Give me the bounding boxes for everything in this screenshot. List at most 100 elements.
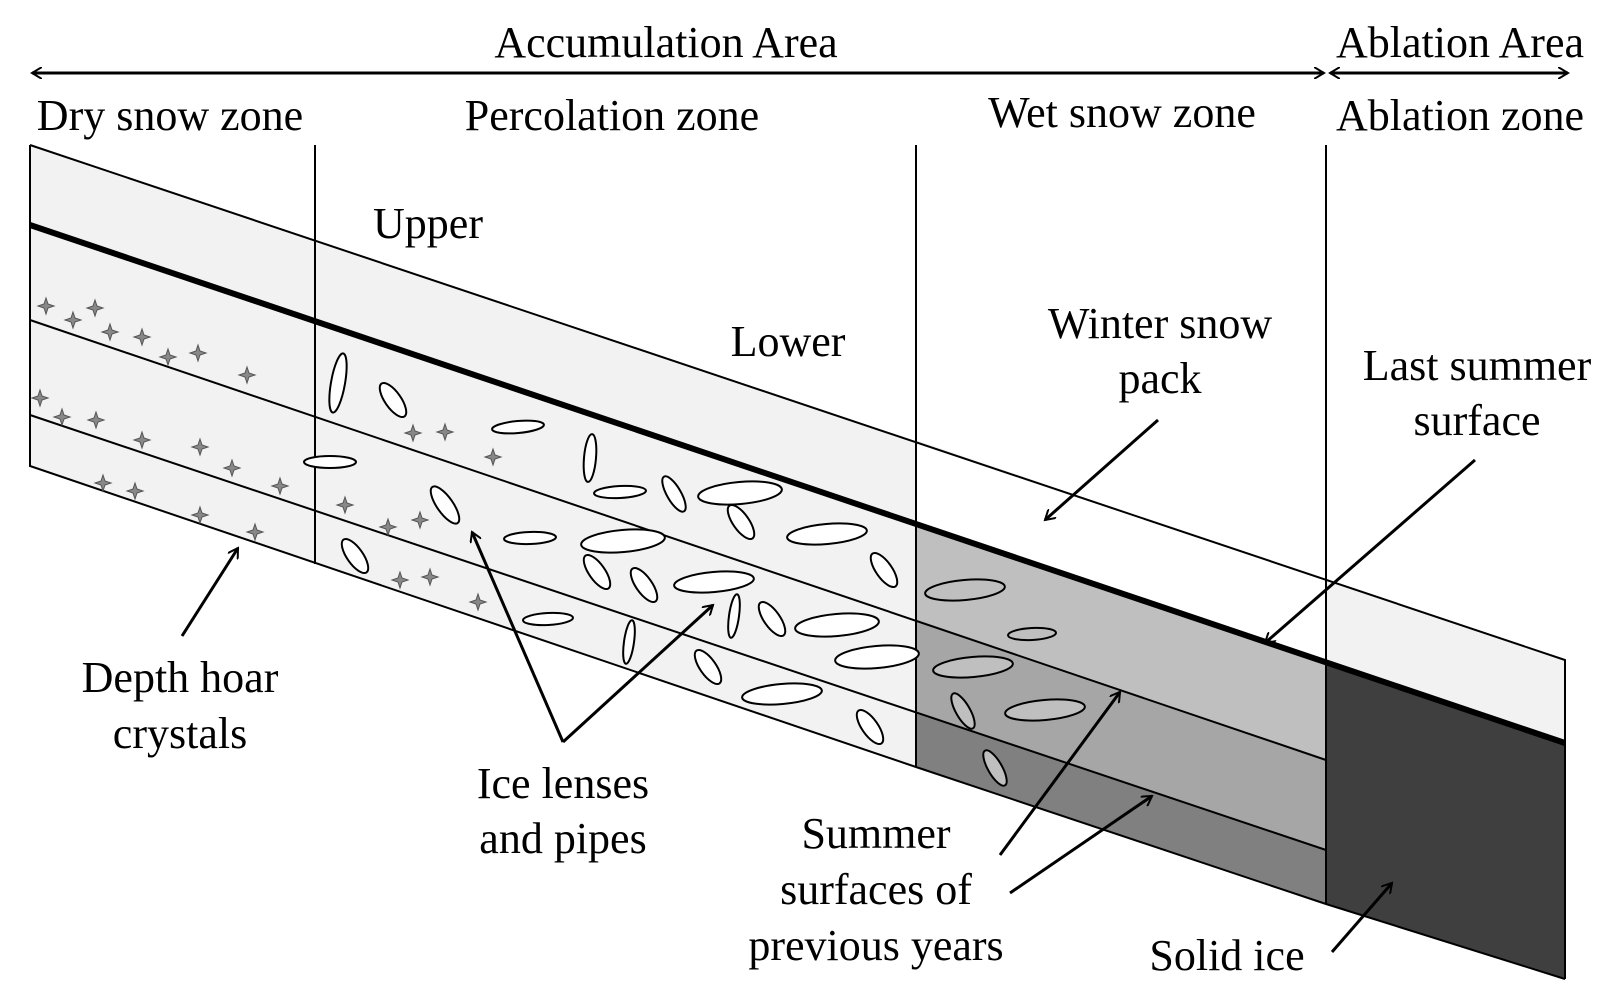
ice-lens — [741, 682, 823, 706]
solid-ice-arrow — [1330, 883, 1392, 953]
ice-lens — [727, 593, 741, 639]
depth-hoar-crystal — [125, 481, 145, 501]
depth-hoar-crystal — [483, 447, 503, 467]
summer-surfaces-label-line3: previous years — [748, 921, 1003, 970]
wet-zone-middle-layer — [916, 619, 1326, 850]
depth-hoar-crystal — [190, 505, 210, 525]
summer-surfaces-arrow-1 — [998, 692, 1122, 856]
last-summer-surface-label-line1: Last summer — [1363, 341, 1592, 390]
summer-surfaces-label-line2: surfaces of — [780, 865, 972, 914]
ice-lens — [661, 475, 687, 513]
ice-lens — [429, 485, 461, 525]
depth-hoar-crystal — [468, 592, 488, 612]
ice-lenses-label-line2: and pipes — [479, 814, 646, 863]
depth-hoar-crystal — [30, 388, 50, 408]
zone-label-wet: Wet snow zone — [988, 88, 1256, 137]
ice-lens — [593, 484, 647, 500]
zone-label-dry: Dry snow zone — [37, 91, 303, 140]
accumulation-area-label: Accumulation Area — [494, 18, 837, 67]
depth-hoar-crystal — [63, 310, 83, 330]
ice-lens — [580, 528, 666, 554]
ice-lens — [491, 419, 545, 435]
depth-hoar-crystals — [30, 296, 503, 612]
depth-hoar-crystal — [335, 495, 355, 515]
ice-lens — [834, 644, 920, 670]
depth-hoar-crystal — [85, 298, 105, 318]
depth-hoar-crystal — [378, 517, 398, 537]
zone-label-percolation: Percolation zone — [465, 91, 759, 140]
depth-hoar-crystal — [390, 570, 410, 590]
depth-hoar-crystal — [132, 430, 152, 450]
ice-lens — [693, 648, 723, 686]
depth-hoar-crystal — [222, 458, 242, 478]
ice-lens — [794, 612, 880, 638]
depth-hoar-crystal — [36, 296, 56, 316]
depth-hoar-crystal — [245, 522, 265, 542]
summer-surfaces-arrow-2 — [1009, 794, 1152, 895]
ice-lens — [340, 537, 370, 575]
depth-hoar-crystal — [100, 322, 120, 342]
winter-snow-pack-label-line1: Winter snow — [1048, 299, 1273, 348]
ice-lens — [869, 551, 899, 589]
ice-lens — [622, 619, 636, 665]
ice-lens — [757, 600, 787, 638]
ice-lens — [1007, 626, 1057, 642]
wet-zone-upper-layer — [916, 527, 1326, 760]
ice-lenses-group — [303, 352, 1086, 787]
depth-hoar-crystal — [158, 347, 178, 367]
ice-lens — [582, 433, 598, 483]
ice-lens — [328, 352, 348, 414]
ice-lens — [522, 611, 574, 627]
ice-lens — [786, 522, 868, 546]
last-summer-surface-line — [29, 222, 1566, 746]
wet-zone-lower-layer — [916, 712, 1326, 904]
ablation-snow-layer — [1326, 580, 1565, 743]
ice-lens — [582, 553, 612, 591]
last-summer-surface-label-line2: surface — [1413, 396, 1540, 445]
ice-lens — [378, 381, 408, 419]
depth-hoar-crystal — [420, 567, 440, 587]
winter-snow-pack-arrow — [1045, 418, 1159, 520]
ice-lens — [1004, 698, 1086, 722]
ice-lens — [932, 655, 1014, 679]
depth-hoar-crystal — [93, 473, 113, 493]
solid-ice-label: Solid ice — [1149, 931, 1304, 980]
depth-hoar-crystal — [52, 407, 72, 427]
percolation-upper-label: Upper — [373, 199, 483, 248]
ice-lens — [673, 570, 755, 594]
depth-hoar-label-line2: crystals — [113, 709, 247, 758]
ice-lenses-arrow-1 — [472, 532, 565, 743]
ice-lenses-label-line1: Ice lenses — [477, 759, 649, 808]
ice-lens — [950, 692, 976, 730]
depth-hoar-crystal — [410, 510, 430, 530]
ice-lens — [303, 455, 357, 469]
depth-hoar-crystal — [132, 327, 152, 347]
summer-surface-line-2 — [29, 414, 1327, 851]
ice-lens — [726, 503, 756, 541]
depth-hoar-label-line1: Depth hoar — [82, 653, 279, 702]
ice-lens — [982, 749, 1008, 787]
depth-hoar-crystal — [435, 422, 455, 442]
depth-hoar-crystal — [403, 423, 423, 443]
depth-hoar-crystal — [188, 343, 208, 363]
summer-surfaces-label-line1: Summer — [801, 809, 950, 858]
solid-ice-block — [1326, 664, 1565, 979]
ice-lens — [697, 480, 783, 506]
zone-label-ablation: Ablation zone — [1336, 91, 1584, 140]
ablation-area-label: Ablation Area — [1336, 18, 1584, 67]
depth-hoar-crystal — [237, 365, 257, 385]
glacier-top-surface — [29, 144, 1566, 979]
ice-lenses-arrow-2 — [561, 605, 713, 744]
ice-lens — [855, 708, 885, 746]
depth-hoar-crystal — [270, 476, 290, 496]
ice-lens — [503, 530, 557, 546]
depth-hoar-crystal — [86, 410, 106, 430]
depth-hoar-crystal — [190, 437, 210, 457]
ice-lens — [629, 566, 659, 604]
depth-hoar-arrow — [180, 548, 240, 637]
summer-surface-line-1 — [29, 319, 1327, 761]
winter-snow-pack-label-line2: pack — [1118, 354, 1201, 403]
ice-lens — [924, 578, 1006, 602]
percolation-lower-label: Lower — [731, 317, 846, 366]
